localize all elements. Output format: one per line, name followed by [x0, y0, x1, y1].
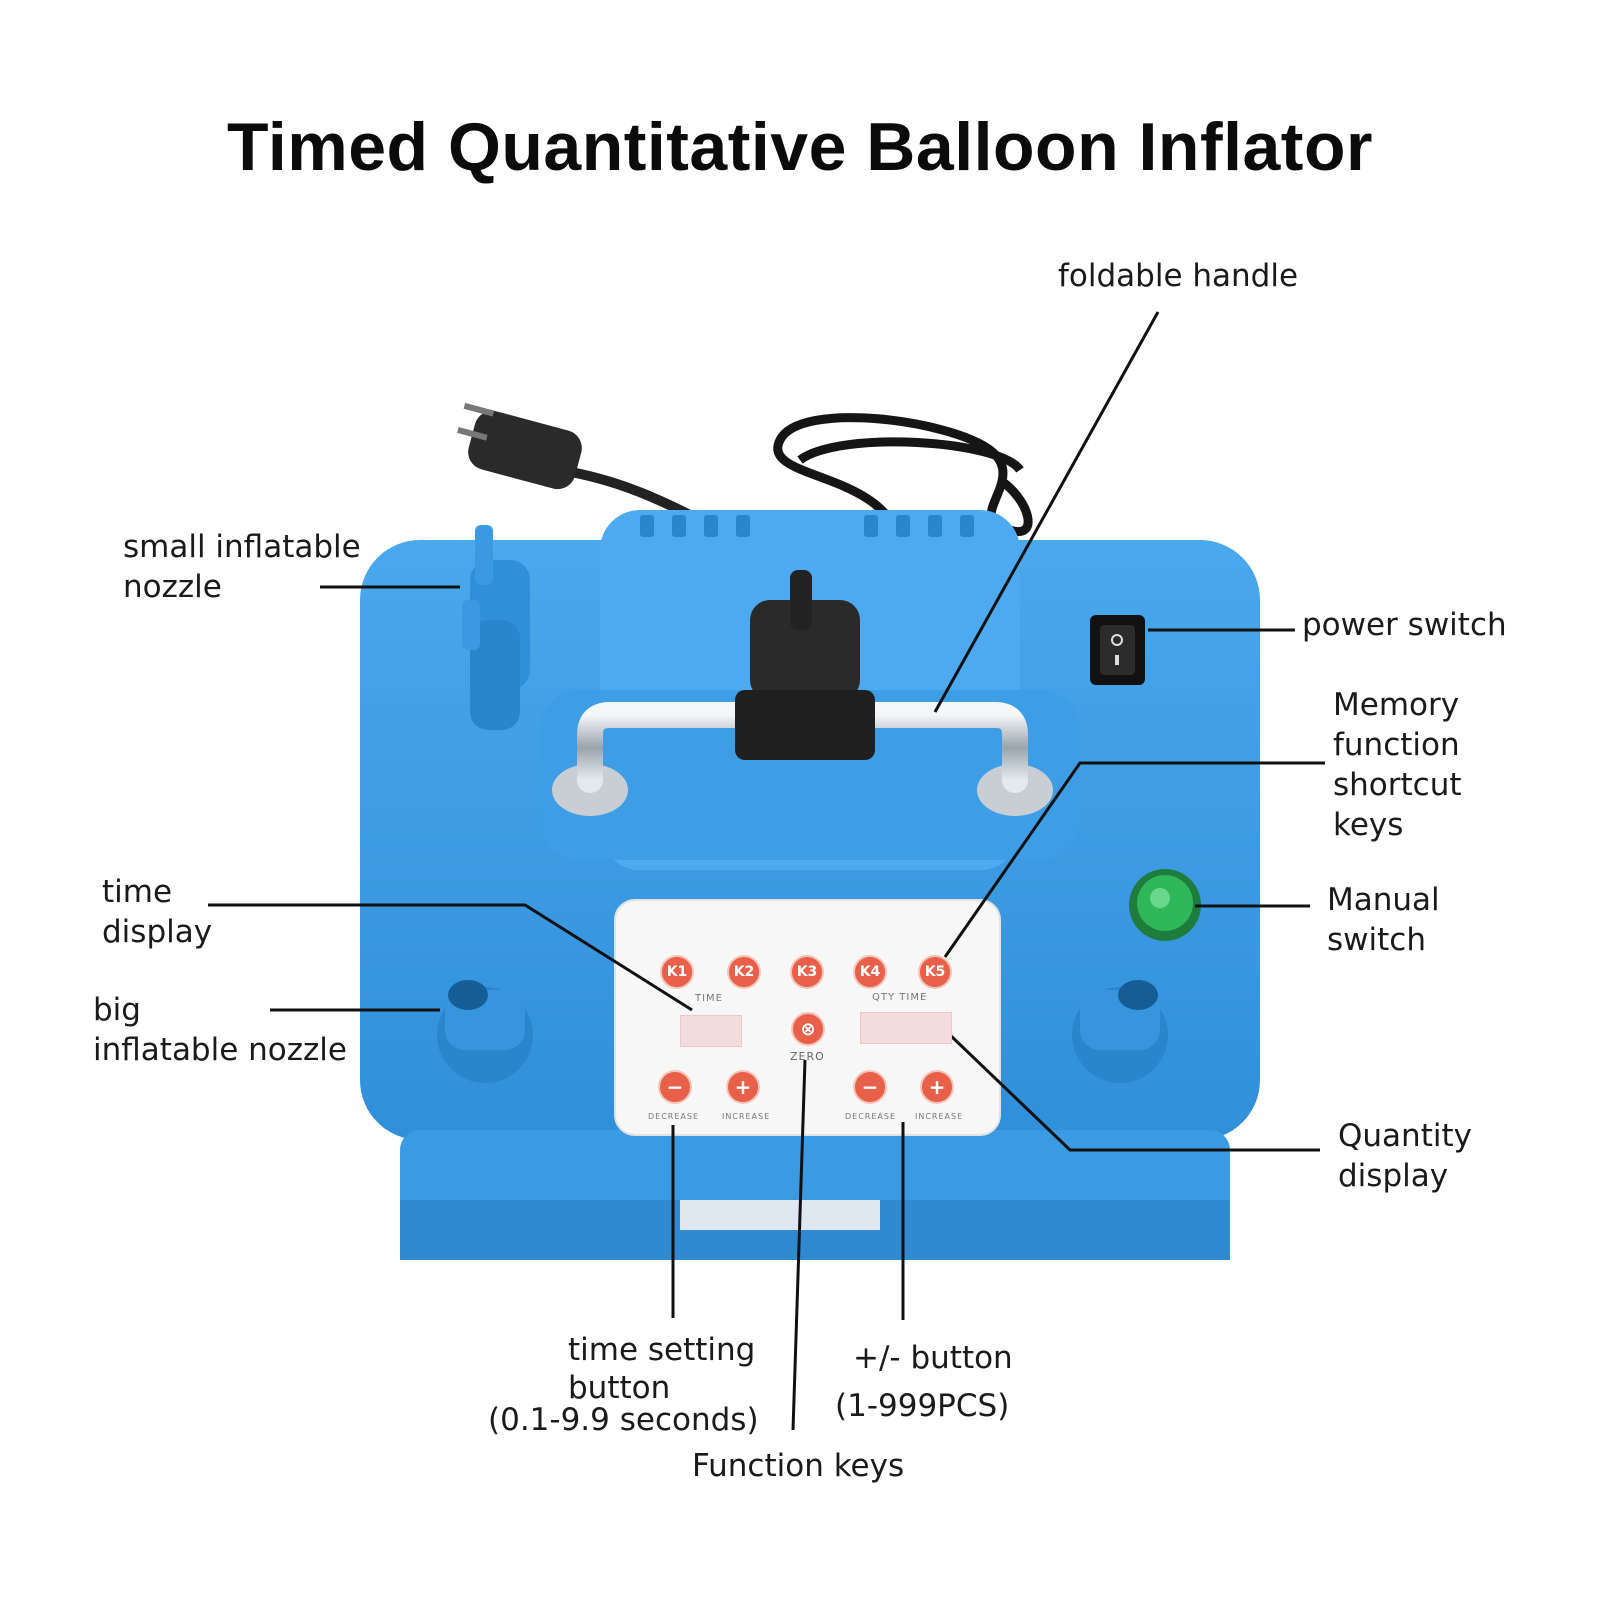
- small-nozzle-graphic: [462, 525, 530, 730]
- label-line: time setting: [568, 1332, 756, 1368]
- label-time-display: time display: [102, 872, 212, 952]
- label-line: Memory: [1333, 687, 1460, 723]
- zero-key[interactable]: ⊗: [791, 1012, 825, 1046]
- qty-decrease-label: DECREASE: [845, 1112, 897, 1121]
- label-line: (0.1-9.9 seconds): [488, 1402, 759, 1438]
- label-line: keys: [1333, 807, 1404, 843]
- label-line: +/- button: [853, 1340, 1013, 1376]
- label-line: button: [568, 1370, 671, 1406]
- time-decrease-button[interactable]: −: [658, 1070, 692, 1104]
- page-title: Timed Quantitative Balloon Inflator: [227, 109, 1373, 185]
- label-line: big: [93, 992, 141, 1028]
- memory-key-k2[interactable]: K2: [727, 955, 761, 989]
- label-quantity-display: Quantity display: [1338, 1116, 1472, 1196]
- label-line: (1-999PCS): [835, 1388, 1010, 1424]
- label-line: shortcut: [1333, 767, 1462, 803]
- label-line: Quantity: [1338, 1118, 1472, 1154]
- memory-key-k3[interactable]: K3: [790, 955, 824, 989]
- label-line: inflatable nozzle: [93, 1032, 347, 1068]
- time-increase-button[interactable]: +: [726, 1070, 760, 1104]
- label-power-switch: power switch: [1302, 607, 1507, 643]
- time-display: [680, 1015, 742, 1047]
- memory-key-k4[interactable]: K4: [853, 955, 887, 989]
- zero-label: ZERO: [790, 1050, 825, 1063]
- memory-key-k1[interactable]: K1: [660, 955, 694, 989]
- label-foldable-handle: foldable handle: [1058, 258, 1299, 294]
- qty-increase-button[interactable]: +: [920, 1070, 954, 1104]
- label-function-keys: Function keys: [692, 1448, 905, 1484]
- label-time-setting: time setting button (0.1-9.9 seconds): [488, 1330, 759, 1440]
- label-small-nozzle: small inflatable nozzle: [123, 527, 361, 607]
- label-line: Manual: [1327, 882, 1440, 918]
- big-nozzle-graphic: [437, 980, 1168, 1083]
- label-plus-minus: +/- button (1-999PCS): [835, 1338, 1013, 1426]
- label-line: display: [102, 914, 213, 950]
- quantity-display: [860, 1012, 952, 1044]
- qty-label: QTY TIME: [872, 992, 928, 1003]
- power-switch-graphic: [1090, 615, 1145, 685]
- label-line: small inflatable: [123, 529, 361, 565]
- memory-key-k5[interactable]: K5: [918, 955, 952, 989]
- time-decrease-label: DECREASE: [648, 1112, 700, 1121]
- label-line: switch: [1327, 922, 1426, 958]
- handle-graphic: [552, 570, 1053, 816]
- label-line: time: [102, 874, 173, 910]
- qty-decrease-button[interactable]: −: [853, 1070, 887, 1104]
- qty-increase-label: INCREASE: [915, 1112, 964, 1121]
- leader-lines: [208, 311, 1325, 1431]
- label-line: display: [1338, 1158, 1449, 1194]
- time-increase-label: INCREASE: [722, 1112, 771, 1121]
- label-big-nozzle: big inflatable nozzle: [93, 990, 347, 1070]
- label-line: function: [1333, 727, 1460, 763]
- label-line: nozzle: [123, 569, 222, 605]
- label-manual-switch: Manual switch: [1327, 880, 1440, 960]
- time-label: TIME: [695, 993, 724, 1004]
- manual-switch-graphic: [1129, 869, 1201, 941]
- label-memory-keys: Memory function shortcut keys: [1333, 685, 1462, 845]
